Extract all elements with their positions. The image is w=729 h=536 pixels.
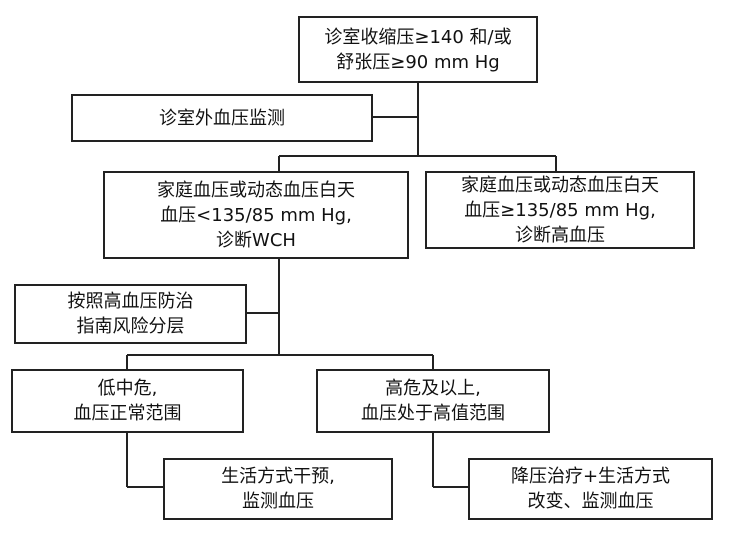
- node-high-risk: 高危及以上, 血压处于高值范围: [316, 369, 550, 433]
- node-lifestyle-intervention-line-1: 生活方式干预,: [221, 466, 335, 487]
- node-risk-stratification-line-1: 按照高血压防治: [67, 291, 194, 312]
- node-treatment-line-1: 降压治疗+生活方式: [510, 466, 671, 487]
- node-treatment-line-2: 改变、监测血压: [527, 491, 654, 512]
- node-risk-stratification: 按照高血压防治 指南风险分层: [14, 284, 247, 344]
- node-root-line-1: 诊室收缩压≥140 和/或: [324, 26, 512, 48]
- node-high-risk-line-2: 血压处于高值范围: [361, 403, 505, 424]
- node-root-line-2: 舒张压≥90 mm Hg: [336, 51, 500, 73]
- node-htn-branch-line-2: 血压≥135/85 mm Hg,: [464, 199, 656, 221]
- node-root: 诊室收缩压≥140 和/或 舒张压≥90 mm Hg: [298, 16, 538, 83]
- node-treatment: 降压治疗+生活方式 改变、监测血压: [468, 458, 713, 520]
- node-wch-branch: 家庭血压或动态血压白天 血压<135/85 mm Hg, 诊断WCH: [103, 171, 409, 259]
- node-wch-branch-line-2: 血压<135/85 mm Hg,: [160, 204, 352, 226]
- node-outside-monitoring-line-1: 诊室外血压监测: [159, 107, 285, 129]
- node-risk-stratification-line-2: 指南风险分层: [76, 316, 185, 337]
- node-lifestyle-intervention-line-2: 监测血压: [242, 491, 314, 512]
- node-low-mid-risk: 低中危, 血压正常范围: [11, 369, 244, 433]
- node-outside-monitoring: 诊室外血压监测: [71, 94, 373, 142]
- node-low-mid-risk-line-2: 血压正常范围: [73, 403, 182, 424]
- node-htn-branch: 家庭血压或动态血压白天 血压≥135/85 mm Hg, 诊断高血压: [425, 171, 695, 249]
- node-wch-branch-line-3: 诊断WCH: [216, 229, 296, 251]
- node-htn-branch-line-1: 家庭血压或动态血压白天: [461, 174, 659, 196]
- node-low-mid-risk-line-1: 低中危,: [97, 378, 158, 399]
- node-htn-branch-line-3: 诊断高血压: [515, 224, 605, 246]
- node-wch-branch-line-1: 家庭血压或动态血压白天: [157, 179, 355, 201]
- node-high-risk-line-1: 高危及以上,: [385, 378, 481, 399]
- node-lifestyle-intervention: 生活方式干预, 监测血压: [163, 458, 393, 520]
